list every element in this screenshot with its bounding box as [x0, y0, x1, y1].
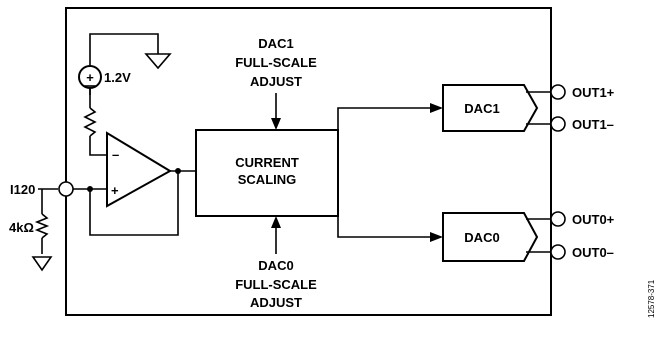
dac0-adjust-line3: ADJUST — [250, 295, 302, 310]
out0-minus-pin — [550, 244, 566, 260]
dac0-label: DAC0 — [464, 230, 499, 245]
dac0-adjust-line2: FULL-SCALE — [235, 277, 317, 292]
dac0-adjust-arrow — [271, 216, 281, 254]
current-scaling-line2: SCALING — [238, 172, 297, 187]
out1-plus-pin — [550, 84, 566, 100]
voltage-label: 1.2V — [104, 70, 131, 85]
op-amp: – + — [106, 131, 172, 208]
voltage-source: + — [78, 65, 102, 89]
current-scaling-line1: CURRENT — [235, 155, 299, 170]
op-amp-plus: + — [111, 183, 119, 198]
chip-boundary — [65, 7, 552, 316]
out1-minus-pin — [550, 116, 566, 132]
out0-plus-label: OUT0+ — [572, 212, 615, 227]
op-amp-minus: – — [112, 147, 119, 162]
out1-minus-label: OUT1– — [572, 117, 614, 132]
feedback-resistor — [83, 88, 107, 156]
voltage-source-plus: + — [86, 70, 94, 85]
dac0-adjust-line1: DAC0 — [258, 258, 293, 273]
dac1-block — [442, 84, 539, 132]
to-dac0-wire — [337, 216, 443, 242]
reference-ground-top — [89, 33, 172, 95]
dac1-adjust-line3: ADJUST — [250, 74, 302, 89]
i120-label: I120 — [10, 182, 35, 197]
op-amp-output-wiring — [89, 168, 196, 236]
dac1-adjust-line1: DAC1 — [258, 36, 293, 51]
external-resistor-label: 4kΩ — [9, 220, 34, 235]
out0-plus-pin — [550, 211, 566, 227]
dac1-adjust-arrow — [271, 93, 281, 130]
dac1-adjust-line2: FULL-SCALE — [235, 55, 317, 70]
dac1-outputs — [526, 91, 551, 125]
dac0-block — [442, 212, 539, 262]
out0-minus-label: OUT0– — [572, 245, 614, 260]
to-dac1-wire — [337, 103, 443, 130]
figure-id: 12578-371 — [647, 279, 656, 318]
dac0-outputs — [526, 218, 551, 253]
external-resistor — [34, 189, 50, 254]
i120-pin — [58, 181, 74, 197]
dac1-label: DAC1 — [464, 101, 499, 116]
current-scaling-block — [195, 129, 339, 217]
ground-bottom-icon — [31, 256, 53, 272]
out1-plus-label: OUT1+ — [572, 85, 615, 100]
